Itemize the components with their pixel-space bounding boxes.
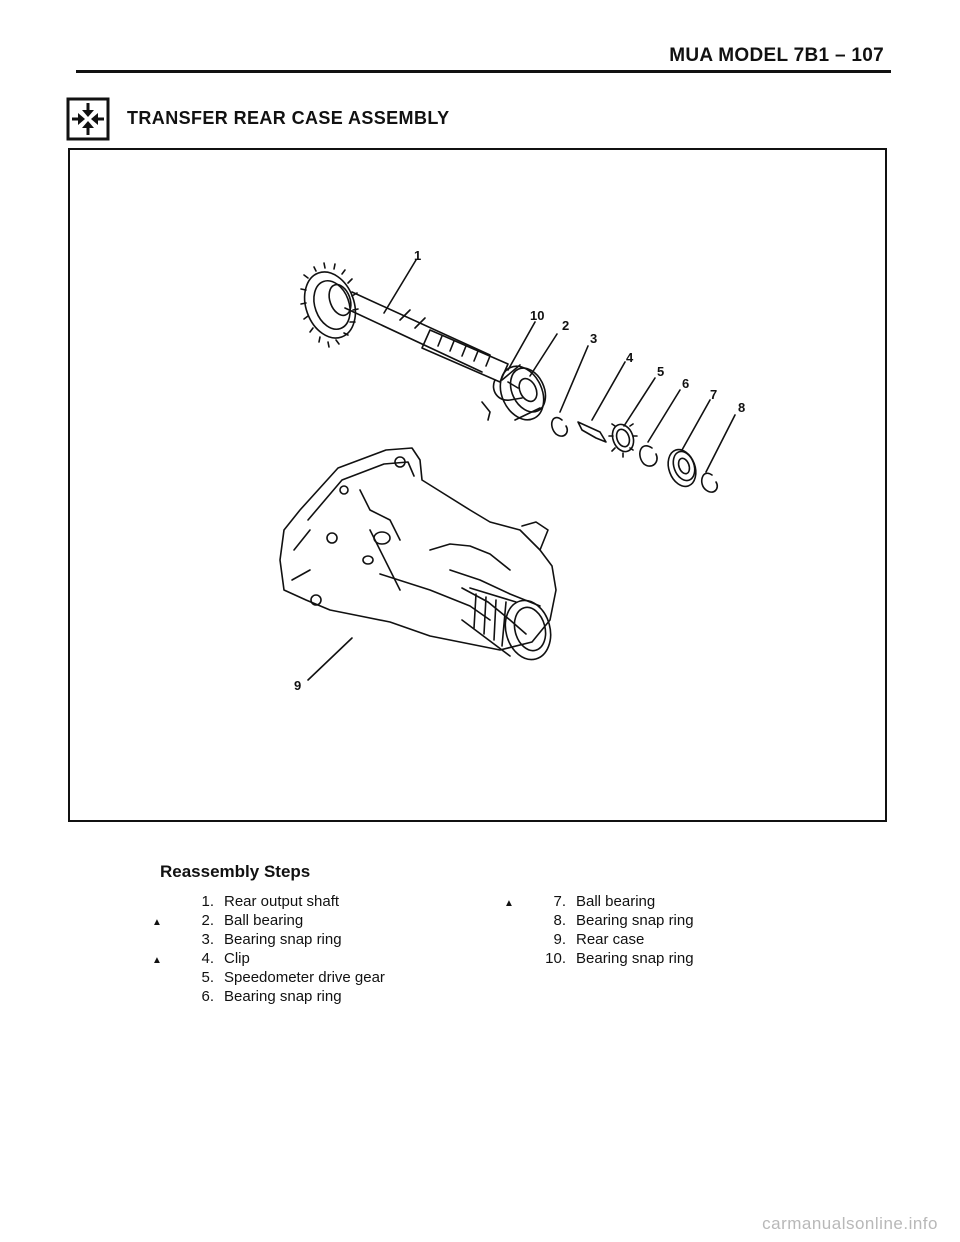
- step-row: ▲ 7. Ball bearing: [504, 892, 694, 911]
- step-row: 1. Rear output shaft: [152, 892, 385, 911]
- step-number: 3.: [201, 931, 214, 948]
- step-text: Clip: [224, 950, 250, 967]
- step-number: 6.: [201, 988, 214, 1005]
- step-row: ▲ 2. Ball bearing: [152, 911, 385, 930]
- callout-1: 1: [414, 248, 421, 263]
- callout-3: 3: [590, 331, 597, 346]
- step-row: 9. Rear case: [504, 930, 694, 949]
- callout-4: 4: [626, 350, 634, 365]
- steps-title: Reassembly Steps: [160, 862, 311, 881]
- ball-bearing-7: [667, 448, 697, 488]
- step-text: Ball bearing: [224, 912, 304, 929]
- step-text: Bearing snap ring: [576, 950, 694, 967]
- step-number: 4.: [201, 950, 214, 967]
- step-text: Rear output shaft: [224, 893, 340, 910]
- step-row: ▲ 4. Clip: [152, 949, 385, 968]
- step-text: Bearing snap ring: [224, 931, 342, 948]
- step-number: 9.: [553, 931, 566, 948]
- step-number: 10.: [545, 950, 566, 967]
- header-rule: [76, 70, 891, 73]
- rear-case-9: [279, 447, 557, 661]
- callout-2: 2: [562, 318, 569, 333]
- step-text: Speedometer drive gear: [224, 969, 385, 986]
- step-row: 6. Bearing snap ring: [152, 987, 385, 1006]
- output-shaft-gear: [300, 262, 359, 348]
- snap-ring-3: [550, 416, 569, 437]
- watermark: carmanualsonline.info: [762, 1214, 938, 1233]
- step-number: 2.: [201, 912, 214, 929]
- steps-list-left: 1. Rear output shaft ▲ 2. Ball bearing 3. Be…: [152, 892, 385, 1006]
- step-text: Ball bearing: [576, 893, 656, 910]
- reassembly-arrows-icon: [66, 97, 110, 141]
- leader-lines: [307, 259, 736, 681]
- section-title: TRANSFER REAR CASE ASSEMBLY: [127, 108, 450, 128]
- ball-bearing-2: [499, 364, 547, 421]
- snap-ring-10: [481, 379, 523, 421]
- step-number: 7.: [553, 893, 566, 910]
- clip-4: [577, 421, 607, 443]
- speedo-gear-5: [608, 423, 638, 458]
- callout-10: 10: [530, 308, 544, 323]
- output-shaft: [344, 291, 509, 383]
- step-number: 5.: [201, 969, 214, 986]
- step-text: Bearing snap ring: [224, 988, 342, 1005]
- step-row: 8. Bearing snap ring: [504, 911, 694, 930]
- step-marker: ▲: [504, 898, 514, 909]
- step-row: 10. Bearing snap ring: [504, 949, 694, 968]
- step-marker: ▲: [152, 917, 162, 928]
- step-marker: ▲: [152, 955, 162, 966]
- step-row: 5. Speedometer drive gear: [152, 968, 385, 987]
- callout-6: 6: [682, 376, 689, 391]
- callout-5: 5: [657, 364, 664, 379]
- step-number: 8.: [553, 912, 566, 929]
- step-number: 1.: [201, 893, 214, 910]
- callout-9: 9: [294, 678, 301, 693]
- exploded-view-drawing: 1 10 2 3 4 5 6 7 8 9: [279, 248, 745, 693]
- steps-list-right: ▲ 7. Ball bearing 8. Bearing snap ring 9. Re…: [504, 892, 694, 968]
- snap-ring-8: [700, 472, 719, 493]
- running-header: MUA MODEL 7B1 – 107: [669, 45, 884, 66]
- callout-8: 8: [738, 400, 745, 415]
- step-text: Rear case: [576, 931, 645, 948]
- exploded-view-figure: 1 10 2 3 4 5 6 7 8 9: [68, 148, 887, 822]
- step-text: Bearing snap ring: [576, 912, 694, 929]
- step-row: 3. Bearing snap ring: [152, 930, 385, 949]
- callout-7: 7: [710, 387, 717, 402]
- snap-ring-6: [639, 445, 658, 467]
